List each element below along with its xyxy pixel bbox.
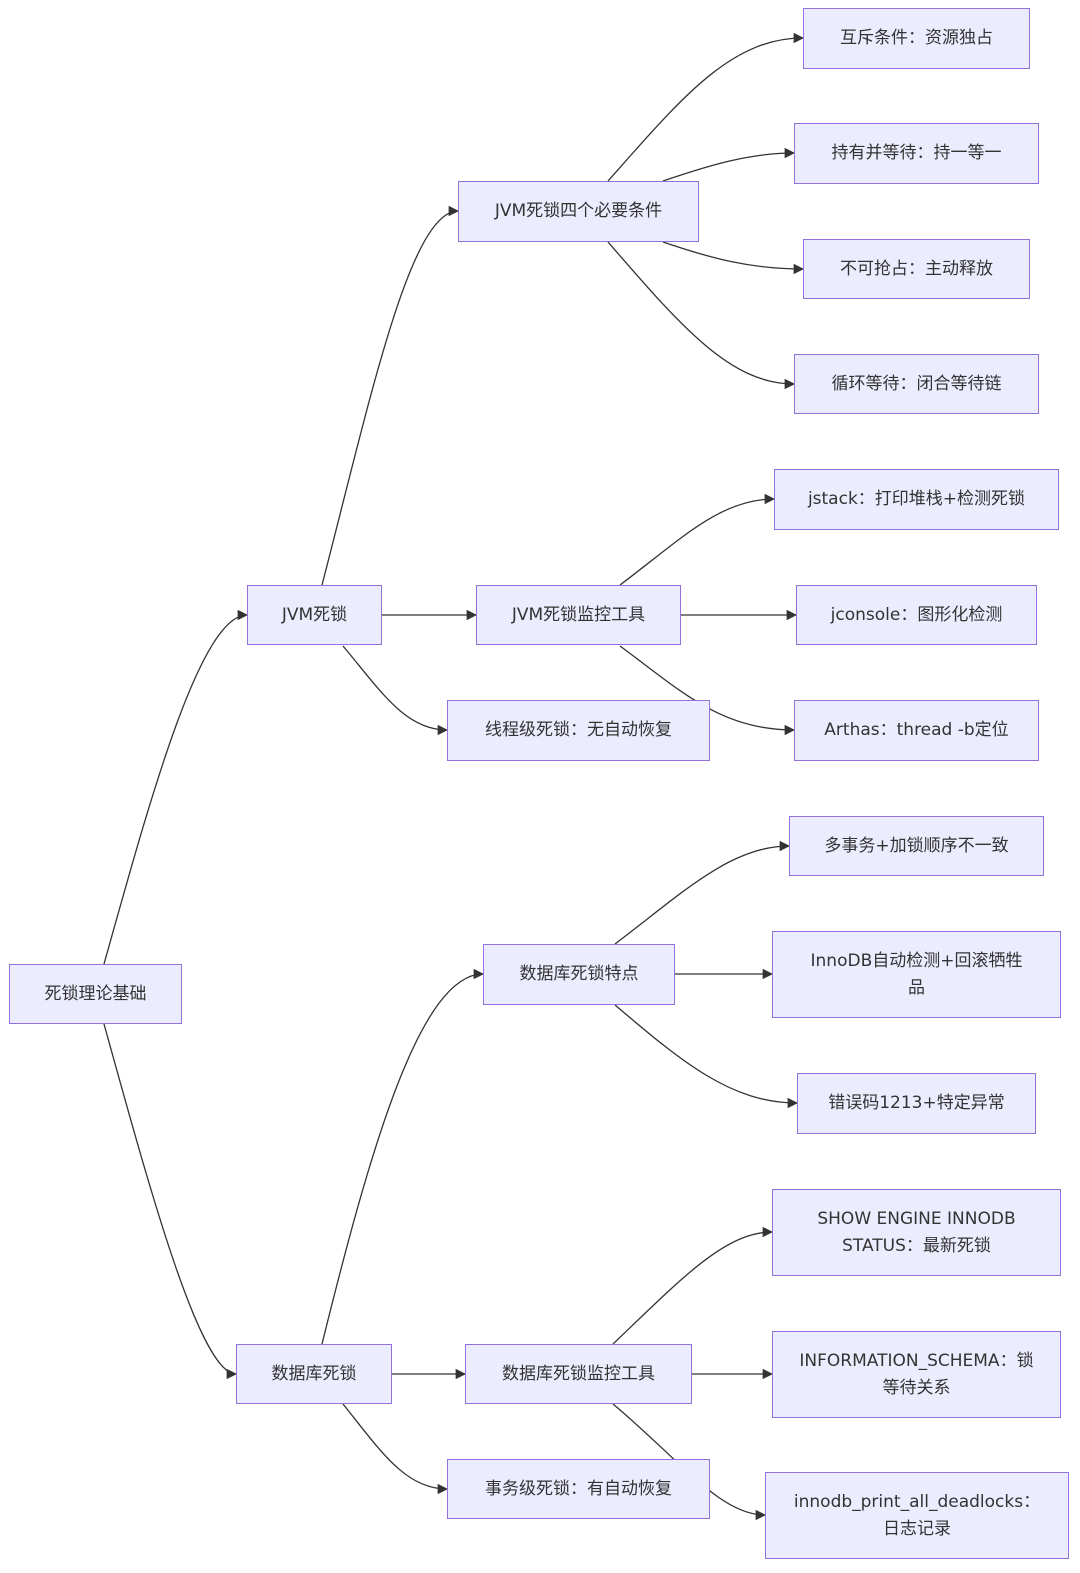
edge-root-db	[103, 1023, 238, 1380]
edge-tool-jstack	[619, 493, 776, 586]
node-cond-mutex: 互斥条件：资源独占	[803, 8, 1030, 69]
node-db-txn-level: 事务级死锁：有自动恢复	[447, 1459, 710, 1519]
edge-feat-error-code	[614, 1004, 799, 1109]
node-jvm: JVM死锁	[247, 585, 382, 645]
node-dbtool-print-all: innodb_print_all_deadlocks： 日志记录	[765, 1472, 1069, 1559]
edge-cond-mutex	[607, 32, 805, 182]
edge-dbtool-show-engine	[612, 1226, 774, 1345]
node-cond-circular: 循环等待：闭合等待链	[794, 354, 1039, 414]
node-root: 死锁理论基础	[9, 964, 182, 1024]
node-feat-multi-txn: 多事务+加锁顺序不一致	[789, 816, 1044, 876]
edge-cond-hold-wait	[662, 147, 796, 182]
edge-db-features	[321, 968, 485, 1345]
node-cond-hold-wait: 持有并等待：持一等一	[794, 123, 1039, 184]
node-tool-jconsole: jconsole：图形化检测	[796, 585, 1037, 645]
edge-jvm-thread-level	[342, 645, 449, 736]
node-db-features: 数据库死锁特点	[483, 944, 675, 1005]
node-tool-arthas: Arthas：thread -b定位	[794, 700, 1039, 761]
node-db: 数据库死锁	[236, 1344, 392, 1404]
node-feat-innodb: InnoDB自动检测+回滚牺牲 品	[772, 931, 1061, 1018]
edge-cond-no-preempt	[662, 241, 805, 275]
node-dbtool-info-schema: INFORMATION_SCHEMA：锁 等待关系	[772, 1331, 1061, 1418]
node-jvm-thread-level: 线程级死锁：无自动恢复	[447, 700, 710, 761]
edge-feat-multi-txn	[614, 840, 791, 945]
node-db-tools: 数据库死锁监控工具	[465, 1344, 692, 1404]
node-jvm-tools: JVM死锁监控工具	[476, 585, 681, 645]
node-jvm-conditions: JVM死锁四个必要条件	[458, 181, 699, 242]
node-feat-error-code: 错误码1213+特定异常	[797, 1073, 1036, 1134]
edge-db-txn-level	[342, 1403, 449, 1495]
edge-cond-circular	[607, 241, 796, 390]
edge-jvm-conditions	[321, 205, 460, 586]
edge-root-jvm	[103, 609, 249, 965]
node-cond-no-preempt: 不可抢占：主动释放	[803, 239, 1030, 299]
node-dbtool-show-engine: SHOW ENGINE INNODB STATUS：最新死锁	[772, 1189, 1061, 1276]
node-tool-jstack: jstack：打印堆栈+检测死锁	[774, 469, 1059, 530]
